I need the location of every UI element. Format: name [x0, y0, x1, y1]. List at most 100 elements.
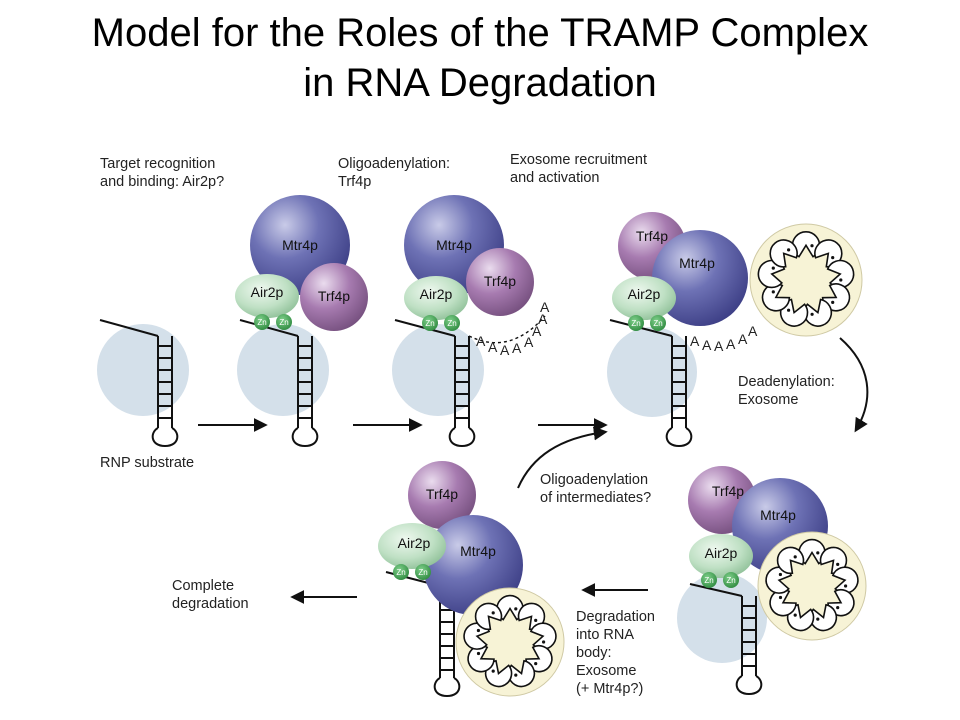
- title-line-1: Model for the Roles of the TRAMP Complex: [91, 11, 869, 55]
- trf4p-label: Trf4p: [318, 288, 350, 304]
- exosome-subunit-dot: [534, 662, 538, 666]
- exosome-subunit-dot: [514, 673, 518, 677]
- exosome-subunit-dot: [491, 669, 495, 673]
- zn-label: Zn: [279, 318, 288, 327]
- air2p-protein: [235, 274, 299, 318]
- exosome-subunit-dot: [476, 628, 480, 633]
- zinc-knuckle-icon: [415, 564, 431, 580]
- exosome-subunit-dot: [778, 595, 783, 600]
- exosome-complex: [749, 223, 863, 337]
- air2p-label: Air2p: [398, 535, 431, 551]
- svg-text:Zn: Zn: [418, 568, 427, 577]
- air2p-protein: [689, 534, 753, 578]
- zinc-knuckle-icon: [422, 315, 438, 331]
- svg-text:A: A: [726, 336, 736, 352]
- svg-text:A: A: [524, 334, 534, 350]
- zinc-knuckle-icon: [701, 572, 717, 588]
- exosome-subunit-dot: [793, 555, 797, 559]
- svg-text:A: A: [540, 299, 550, 315]
- stage-5-deadenylation: Trf4p Mtr4p Air2p Zn Zn: [677, 466, 867, 696]
- svg-text:A: A: [748, 323, 758, 339]
- svg-text:A: A: [702, 337, 712, 353]
- svg-text:A: A: [476, 333, 486, 349]
- label-oligo-intermediates-2: of intermediates?: [540, 490, 651, 506]
- exosome-subunit-dot: [844, 584, 848, 588]
- label-deadenylation-2: Exosome: [738, 392, 798, 408]
- air2p-protein: [404, 276, 468, 320]
- mtr4p-label: Mtr4p: [436, 237, 472, 253]
- label-target-recognition-1: Target recognition: [100, 156, 215, 172]
- rnp-particle: [97, 324, 189, 416]
- label-exosome-recruitment-1: Exosome recruitment: [510, 152, 647, 168]
- trf4p-label: Trf4p: [712, 483, 744, 499]
- exosome-subunit-dot: [771, 290, 775, 294]
- stage-1-rnp-substrate: [97, 319, 189, 448]
- exosome-subunit: [769, 239, 798, 268]
- arrow-oligoadenylation-intermediates: [517, 426, 608, 489]
- air2p-label: Air2p: [705, 545, 738, 561]
- rna-stem-loop: [448, 336, 476, 448]
- svg-text:A: A: [488, 339, 498, 355]
- mtr4p-label: Mtr4p: [460, 543, 496, 559]
- stage-3-oligoadenylation: A A A A A A A A Mtr4p Trf4p Air2p Zn Zn: [392, 195, 550, 448]
- zinc-knuckle-icon: [393, 564, 409, 580]
- air2p-protein: [378, 523, 446, 569]
- exosome-subunit-dot: [778, 572, 783, 577]
- zinc-knuckle-icon: [628, 315, 644, 331]
- label-oligo-intermediates-1: Oligoadenylation: [540, 472, 648, 488]
- title-line-2: in RNA Degradation: [303, 61, 657, 105]
- svg-text:A: A: [532, 323, 542, 339]
- zn-label: Zn: [257, 318, 266, 327]
- rna-5prime-strand: [689, 583, 743, 597]
- exosome-subunit-dot: [831, 256, 835, 260]
- stage-4-exosome-recruitment: A A A A A A Trf4p Mtr4p Air2p Zn Zn: [607, 212, 863, 448]
- label-target-recognition-2: and binding: Air2p?: [100, 174, 224, 190]
- svg-text:Zn: Zn: [396, 568, 405, 577]
- svg-text:A: A: [738, 331, 748, 347]
- exosome-subunit-dot: [810, 312, 814, 316]
- label-exosome-recruitment-2: and activation: [510, 170, 599, 186]
- exosome-subunit-dot: [491, 611, 495, 615]
- svg-text:Zn: Zn: [425, 319, 434, 328]
- svg-text:Zn: Zn: [726, 576, 735, 585]
- mtr4p-protein: [652, 230, 748, 326]
- exosome-subunit-dot: [771, 266, 775, 270]
- exosome-subunit-dot: [787, 248, 791, 252]
- zinc-knuckle-icon: [254, 314, 270, 330]
- trf4p-label: Trf4p: [484, 273, 516, 289]
- label-complete-degradation-1: Complete: [172, 578, 234, 594]
- exosome-subunit-dot: [534, 618, 538, 623]
- label-complete-degradation-2: degradation: [172, 596, 249, 612]
- svg-text:A: A: [714, 338, 724, 354]
- zinc-knuckle-icon: [650, 315, 666, 331]
- exosome-subunit: [776, 546, 805, 575]
- trf4p-protein: [300, 263, 368, 331]
- rnp-particle: [392, 324, 484, 416]
- label-oligoadenylation-2: Trf4p: [338, 174, 371, 190]
- exosome-subunit-dot: [816, 551, 820, 555]
- rna-stem-loop: [735, 596, 763, 696]
- label-degradation-body-3: body:: [576, 645, 611, 661]
- poly-a-letters: A A A A A A: [690, 323, 758, 354]
- svg-text:A: A: [690, 333, 700, 349]
- air2p-protein: [612, 276, 676, 320]
- zinc-knuckle-icon: [276, 314, 292, 330]
- trf4p-label: Trf4p: [426, 486, 458, 502]
- label-deadenylation-1: Deadenylation:: [738, 374, 835, 390]
- zinc-knuckle-icon: [444, 315, 460, 331]
- poly-a-tail: [468, 315, 546, 344]
- exosome-subunit-dot: [839, 278, 843, 282]
- svg-text:A: A: [512, 340, 522, 356]
- exosome-subunit-dot: [476, 651, 481, 656]
- exosome-subunit-dot: [810, 244, 814, 248]
- svg-text:Zn: Zn: [631, 319, 640, 328]
- slide-title: Model for the Roles of the TRAMP Complex…: [0, 8, 960, 108]
- rnp-particle: [677, 573, 767, 663]
- rna-stem-loop: [151, 336, 179, 448]
- exosome-subunit-dot: [542, 640, 546, 644]
- trf4p-label: Trf4p: [636, 228, 668, 244]
- exosome-subunit-dot: [836, 562, 840, 567]
- mtr4p-label: Mtr4p: [760, 507, 796, 523]
- stage-2-target-binding: Mtr4p Trf4p Air2p Zn Zn: [235, 195, 368, 448]
